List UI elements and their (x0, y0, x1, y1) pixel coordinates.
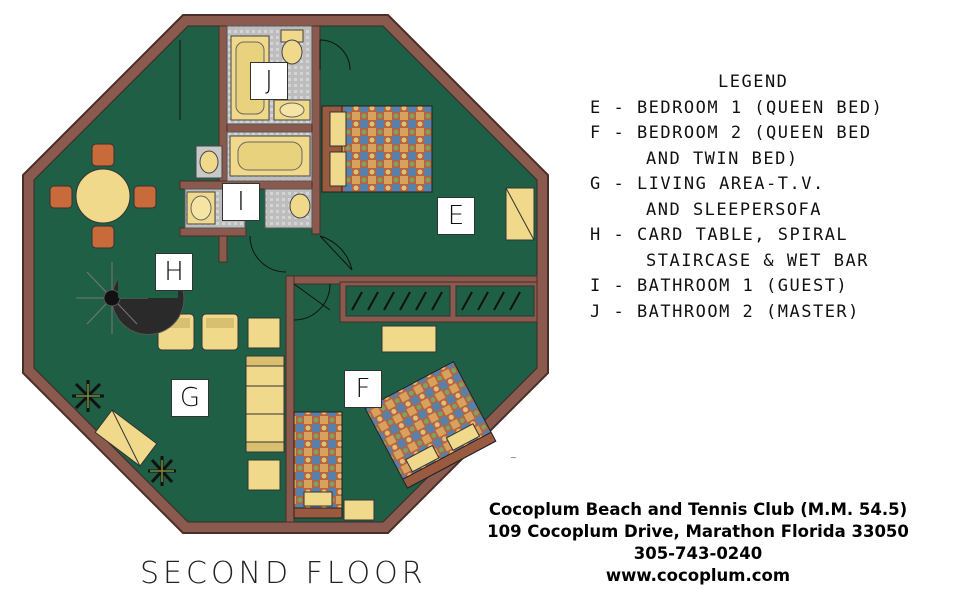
legend-item-g: G - LIVING AREA-T.V. (590, 174, 825, 194)
legend-item-f-cont: AND TWIN BED) (646, 148, 799, 169)
legend: LEGEND E - BEDROOM 1 (QUEEN BED) F - BED… (590, 70, 950, 325)
room-label-f: F (344, 370, 382, 408)
tv-cabinet (94, 409, 158, 467)
legend-item-e: E - BEDROOM 1 (QUEEN BED) (590, 97, 884, 118)
legend-item-g-cont: AND SLEEPERSOFA (646, 199, 823, 220)
twin-bed-f (293, 411, 343, 519)
club-name: Cocoplum Beach and Tennis Club (M.M. 54.… (488, 500, 908, 519)
room-label-g: G (171, 379, 209, 417)
bathroom-i (184, 131, 313, 229)
legend-item-i: I - BATHROOM 1 (GUEST) (590, 276, 849, 296)
potted-plant-icon (76, 384, 174, 482)
end-table (247, 459, 281, 491)
desk-f (381, 325, 437, 353)
armchair (201, 313, 239, 351)
legend-item-h: H - CARD TABLE, SPIRAL (590, 225, 849, 245)
room-label-j: J (250, 62, 288, 100)
room-label-h: H (155, 253, 193, 291)
nightstand (343, 499, 375, 521)
end-table (247, 317, 281, 349)
legend-item-j: J - BATHROOM 2 (MASTER) (590, 301, 860, 322)
closet (345, 285, 535, 317)
room-label-i: I (222, 183, 260, 221)
queen-bed-e (321, 105, 433, 193)
legend-item-f: F - BEDROOM 2 (QUEEN BED (590, 123, 872, 143)
room-label-e: E (437, 197, 475, 235)
club-phone: 305-743-0240 (633, 544, 763, 563)
door-swings (179, 39, 353, 321)
svg-text:~: ~ (510, 453, 517, 462)
queen-bed-f (364, 361, 497, 489)
legend-item-h-cont: STAIRCASE & WET BAR (646, 250, 869, 271)
club-address: 109 Cocoplum Drive, Marathon Florida 330… (487, 522, 909, 541)
club-website[interactable]: www.cocoplum.com (605, 566, 791, 585)
legend-title: LEGEND (718, 72, 789, 92)
floor-title: SECOND FLOOR (140, 556, 427, 591)
sofa (245, 355, 285, 453)
card-table (49, 143, 157, 249)
contact-info: Cocoplum Beach and Tennis Club (M.M. 54.… (448, 499, 948, 587)
